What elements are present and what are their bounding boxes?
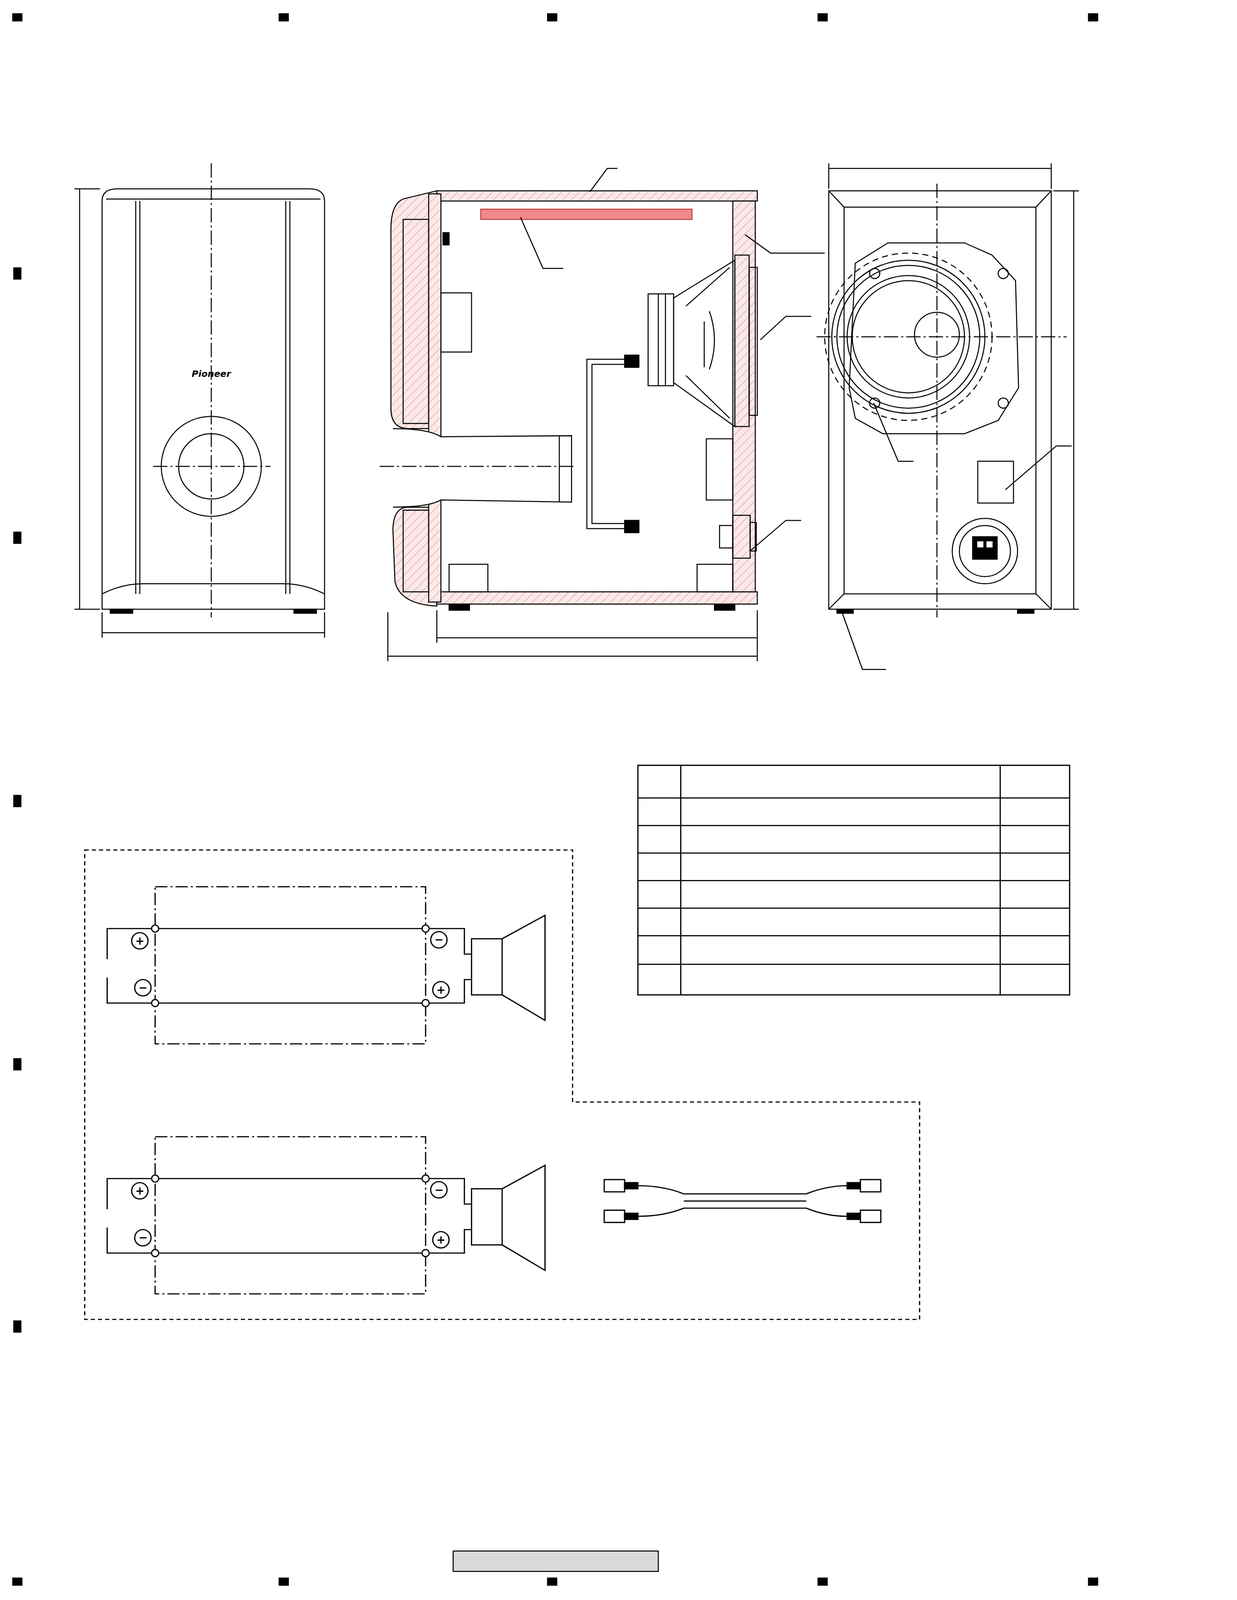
polarity-sign: − [138,982,148,994]
polarity-sign: + [436,984,446,996]
parts-table [637,765,1070,996]
polarity-sign: + [135,1185,145,1197]
wiring-schematic [84,850,920,1320]
speaker-cable [604,1179,881,1223]
side-section [379,168,825,662]
page-footer-box [453,1551,659,1572]
rear-view [816,163,1079,670]
polarity-sign: + [436,1234,446,1246]
front-view [74,163,325,638]
registration-marks [12,13,1099,1586]
brand-logo: Pioneer [191,369,231,379]
polarity-sign: − [434,934,444,946]
polarity-sign: + [135,935,145,947]
polarity-sign: − [434,1184,444,1196]
polarity-sign: − [138,1232,148,1244]
